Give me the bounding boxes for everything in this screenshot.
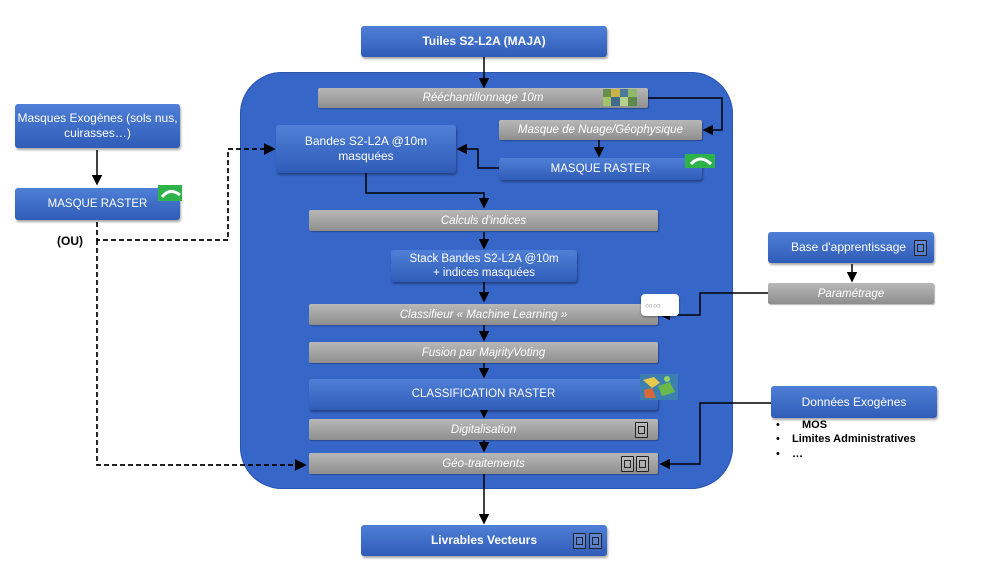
bullet-item-etc: • … (776, 448, 976, 462)
ou-label: (OU) (57, 234, 83, 248)
green-mask-icon-2 (685, 154, 715, 168)
classifieur-bar: Classifieur « Machine Learning » (309, 304, 658, 325)
reechantillonnage-bar: Rééchantillonnage 10m (318, 88, 648, 108)
stack-line2: + indices masquées (433, 267, 535, 279)
tuiles-box: Tuiles S2-L2A (MAJA) (361, 26, 607, 57)
stack-box: Stack Bandes S2-L2A @10m + indices masqu… (391, 250, 577, 282)
classification-map-icon (640, 374, 678, 400)
classification-label: CLASSIFICATION RASTER (411, 388, 556, 401)
bullet-dot: • (776, 448, 780, 460)
bullet-text: Limites Administratives (792, 433, 916, 445)
base-apprentissage-label: Base d'apprentissage (791, 240, 907, 254)
database-file-icon (621, 456, 634, 472)
bullet-item-mos: • MOS (776, 419, 976, 433)
green-mask-icon (158, 185, 182, 201)
donnees-bullet-list: • MOS • Limites Administratives • … (776, 419, 976, 462)
livrables-box: Livrables Vecteurs (361, 525, 607, 556)
livrables-file-icon (589, 533, 602, 549)
livrables-label: Livrables Vecteurs (430, 533, 538, 547)
donnees-exogenes-box: Données Exogènes (771, 386, 937, 418)
left-masque-raster-box: MASQUE RASTER (15, 185, 182, 220)
reechantillonnage-label: Rééchantillonnage 10m (422, 92, 544, 104)
ml-logo-icon: ∞∞ (641, 294, 679, 316)
masque-raster-box: MASQUE RASTER (499, 154, 715, 180)
base-file-icon (914, 240, 927, 256)
livrables-db-icon (573, 533, 586, 549)
bullet-text: … (792, 448, 803, 460)
svg-text:∞∞: ∞∞ (645, 300, 661, 312)
bullet-dot: • (776, 419, 780, 431)
left-masque-raster-label: MASQUE RASTER (47, 197, 148, 210)
classification-box: CLASSIFICATION RASTER (309, 379, 658, 410)
bullet-item-limites: • Limites Administratives (776, 433, 976, 448)
masque-nuage-bar: Masque de Nuage/Géophysique (499, 120, 702, 140)
masque-raster-label: MASQUE RASTER (550, 162, 651, 175)
bullet-text: MOS (802, 419, 828, 431)
masques-exogenes-box: Masques Exogènes (sols nus, cuirasses…) (15, 104, 180, 148)
geotraitements-label: Géo-traitements (442, 457, 525, 470)
ml-logo-glyph: ∞∞ (645, 300, 661, 312)
digitalisation-label: Digitalisation (450, 423, 517, 436)
calculs-bar: Calculs d'indices (309, 210, 658, 231)
bandes-box: Bandes S2-L2A @10m masquées (276, 125, 456, 173)
resample-grid-icon (603, 89, 637, 106)
vector-file-icon-2 (636, 456, 649, 472)
base-apprentissage-box: Base d'apprentissage (768, 232, 934, 263)
geotraitements-bar: Géo-traitements (309, 453, 658, 474)
classifieur-label: Classifieur « Machine Learning » (399, 308, 568, 321)
parametrage-bar: Paramétrage (768, 283, 934, 304)
fusion-bar: Fusion par MajrityVoting (309, 342, 658, 363)
vector-file-icon (635, 422, 648, 438)
digitalisation-bar: Digitalisation (309, 419, 658, 440)
stack-line1: Stack Bandes S2-L2A @10m (409, 252, 559, 265)
bullet-dot: • (776, 433, 780, 445)
